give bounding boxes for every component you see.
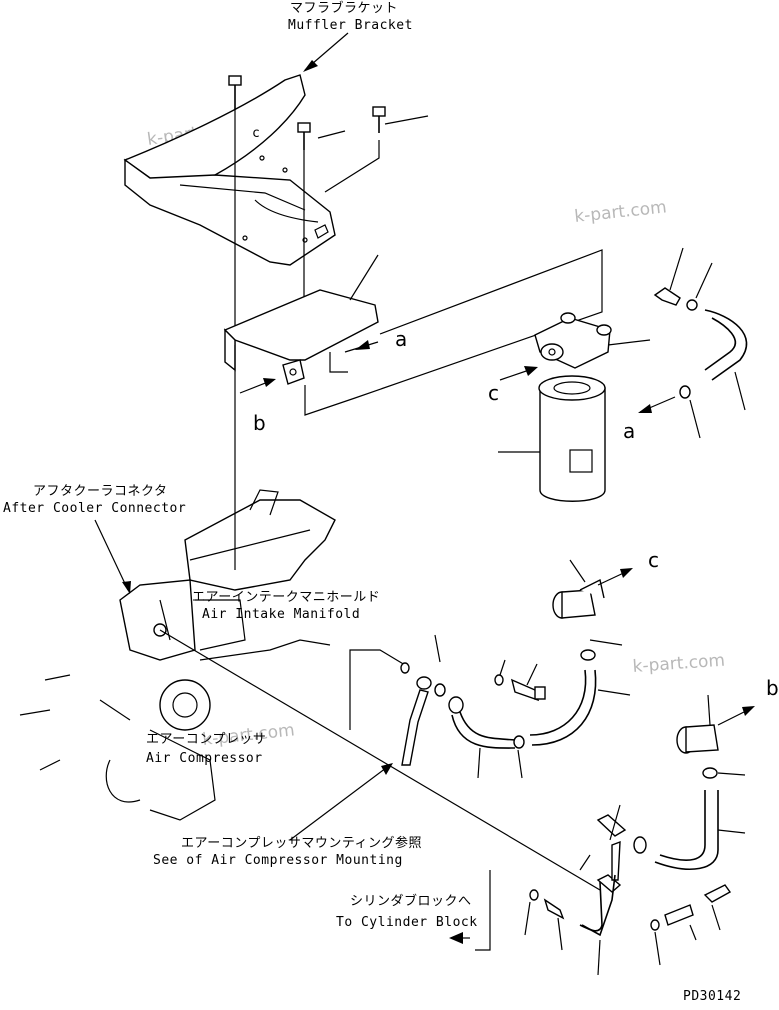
- check-valve: [552, 578, 605, 619]
- muffler-bracket: [123, 74, 336, 266]
- air-compressor-en: Air Compressor: [146, 751, 263, 766]
- ref-c: c: [252, 126, 260, 141]
- filter-canister: [538, 375, 606, 502]
- clamp: [580, 649, 596, 661]
- bolt: [228, 75, 242, 345]
- ref-a-right: a: [623, 419, 635, 443]
- clamp: [702, 767, 718, 779]
- watermark: k-part.com: [573, 197, 667, 227]
- bracket: [579, 814, 627, 932]
- union-fitting: [664, 904, 694, 926]
- banjo-pipe: [581, 874, 616, 937]
- air-compressor: [19, 674, 216, 821]
- washer: [650, 919, 660, 931]
- elbow-fitting: [653, 287, 681, 306]
- clamp: [633, 836, 647, 854]
- figure-id: PD30142: [683, 989, 741, 1004]
- banjo-pipe: [448, 696, 516, 749]
- hose: [654, 790, 719, 870]
- muffler-bracket-en: Muffler Bracket: [288, 18, 413, 33]
- eye-bolt: [401, 676, 432, 766]
- after-cooler-en: After Cooler Connector: [3, 501, 186, 516]
- check-valve: [676, 724, 719, 754]
- clamp: [513, 735, 525, 749]
- air-compressor-jp: エアーコンプレッサ: [146, 732, 266, 747]
- clamp: [679, 385, 691, 399]
- see-mounting-en: See of Air Compressor Mounting: [153, 853, 403, 868]
- filter-head: [534, 312, 612, 369]
- bolt: [372, 106, 386, 133]
- washer: [529, 889, 539, 901]
- cylinder-block-en: To Cylinder Block: [336, 915, 478, 930]
- ref-c-mid: c: [488, 381, 499, 405]
- see-mounting-jp: エアーコンプレッサマウンティング参照: [181, 835, 422, 851]
- tee-fitting: [703, 884, 732, 903]
- ref-a-top: a: [395, 327, 407, 351]
- ref-b-left: b: [253, 411, 266, 435]
- hose: [704, 309, 748, 381]
- bolt: [510, 678, 546, 702]
- bolt: [543, 898, 565, 920]
- filter-bracket: [223, 289, 379, 385]
- air-intake-jp: エアーインテークマニホールド: [192, 590, 380, 605]
- ref-b-fitting: b: [766, 676, 779, 700]
- watermark: k-part.com: [632, 651, 726, 677]
- washer: [434, 683, 446, 697]
- ref-c-fitting: c: [648, 548, 659, 572]
- muffler-bracket-jp: マフラブラケット: [290, 0, 398, 16]
- washer: [400, 662, 410, 674]
- after-cooler-jp: アフタクーラコネクタ: [33, 484, 167, 499]
- cylinder-block-jp: シリンダブロックへ: [350, 893, 472, 909]
- washer: [494, 674, 504, 686]
- clamp: [686, 299, 698, 311]
- air-intake-en: Air Intake Manifold: [202, 607, 360, 622]
- hose: [529, 669, 597, 746]
